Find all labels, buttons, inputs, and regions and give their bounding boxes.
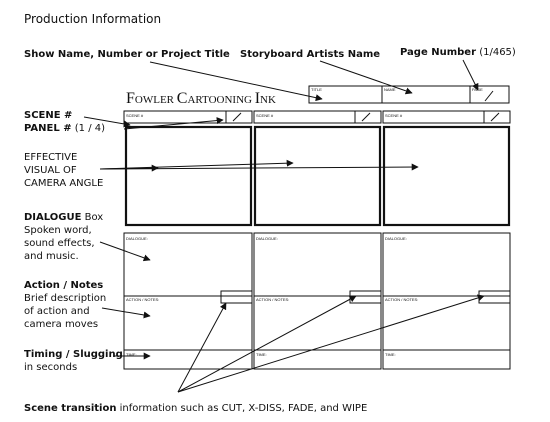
arrow-visual-2 bbox=[99, 159, 294, 170]
artist-name-callout: Storyboard Artists Name bbox=[240, 49, 381, 60]
panel-3-scene-label: SCENE # bbox=[385, 113, 403, 118]
company-logo: FOWLER CARTOONING INK bbox=[126, 90, 276, 107]
dialogue-callout-heading: DIALOGUE Box bbox=[24, 212, 103, 224]
panel-1 bbox=[123, 110, 253, 370]
arrow-action bbox=[101, 307, 151, 319]
show-name-callout: Show Name, Number or Project Title bbox=[24, 49, 230, 60]
dialogue-callout-line-2: sound effects, bbox=[24, 238, 95, 249]
panel-2-action-label: ACTION / NOTES: bbox=[256, 297, 289, 302]
name-box-label: NAME bbox=[384, 87, 396, 92]
timing-callout-heading: Timing / Slugging bbox=[24, 349, 123, 360]
panel-3-action-label: ACTION / NOTES: bbox=[385, 297, 418, 302]
arrow-transition-1 bbox=[177, 302, 227, 393]
arrow-transition-2 bbox=[177, 295, 357, 393]
arrow-page-number bbox=[462, 59, 479, 91]
action-callout-heading: Action / Notes bbox=[24, 280, 104, 291]
transition-heading: Scene transition bbox=[24, 403, 117, 414]
action-callout-line-2: of action and bbox=[24, 306, 90, 317]
arrow-show-name bbox=[149, 61, 323, 102]
panel-3-time-label: TIME: bbox=[385, 352, 396, 357]
page-number-label: Page Number bbox=[400, 47, 477, 58]
panel-2-scene-label: SCENE # bbox=[256, 113, 274, 118]
title-box-label: TITLE bbox=[311, 87, 322, 92]
panel-1-dialogue-label: DIALOGUE: bbox=[126, 236, 148, 241]
dialogue-heading-bold: DIALOGUE bbox=[24, 212, 82, 223]
arrow-scene bbox=[83, 116, 131, 128]
title-info-box bbox=[308, 85, 510, 104]
arrow-panel bbox=[123, 117, 224, 130]
panel-callout: PANEL # (1 / 4) bbox=[24, 123, 105, 135]
dialogue-callout-line-1: Spoken word, bbox=[24, 225, 92, 236]
panel-3-dialogue-label: DIALOGUE: bbox=[385, 236, 407, 241]
panel-3 bbox=[382, 110, 511, 370]
transition-callout: Scene transition information such as CUT… bbox=[24, 403, 367, 415]
visual-callout-line-1: EFFECTIVE bbox=[24, 152, 78, 163]
visual-callout-line-3: CAMERA ANGLE bbox=[24, 178, 104, 189]
transition-rest: information such as CUT, X-DISS, FADE, a… bbox=[119, 403, 368, 414]
page-title: Production Information bbox=[24, 12, 162, 26]
arrow-dialogue bbox=[99, 241, 151, 262]
action-callout-line-1: Brief description bbox=[24, 293, 107, 304]
action-callout-line-3: camera moves bbox=[24, 319, 99, 330]
panel-1-action-label: ACTION / NOTES: bbox=[126, 297, 159, 302]
panel-2-time-label: TIME: bbox=[256, 352, 267, 357]
page-number-value: (1/465) bbox=[479, 47, 516, 58]
panel-1-time-label: TIME: bbox=[126, 352, 137, 357]
panel-2-dialogue-label: DIALOGUE: bbox=[256, 236, 278, 241]
panel-1-scene-label: SCENE # bbox=[126, 113, 144, 118]
dialogue-callout-line-3: and music. bbox=[24, 251, 79, 262]
scene-callout: SCENE # bbox=[24, 110, 73, 121]
panel-2 bbox=[253, 110, 382, 370]
panel-value: (1 / 4) bbox=[74, 123, 106, 134]
dialogue-heading-rest: Box bbox=[84, 212, 104, 223]
arrow-transition-3 bbox=[177, 294, 485, 393]
timing-callout-line: in seconds bbox=[24, 362, 78, 373]
panel-label: PANEL # bbox=[24, 123, 72, 134]
page-number-callout: Page Number (1/465) bbox=[400, 47, 516, 59]
visual-callout-line-2: VISUAL OF bbox=[24, 165, 77, 176]
arrow-visual-3 bbox=[99, 163, 419, 171]
arrow-artist-name bbox=[319, 60, 413, 95]
